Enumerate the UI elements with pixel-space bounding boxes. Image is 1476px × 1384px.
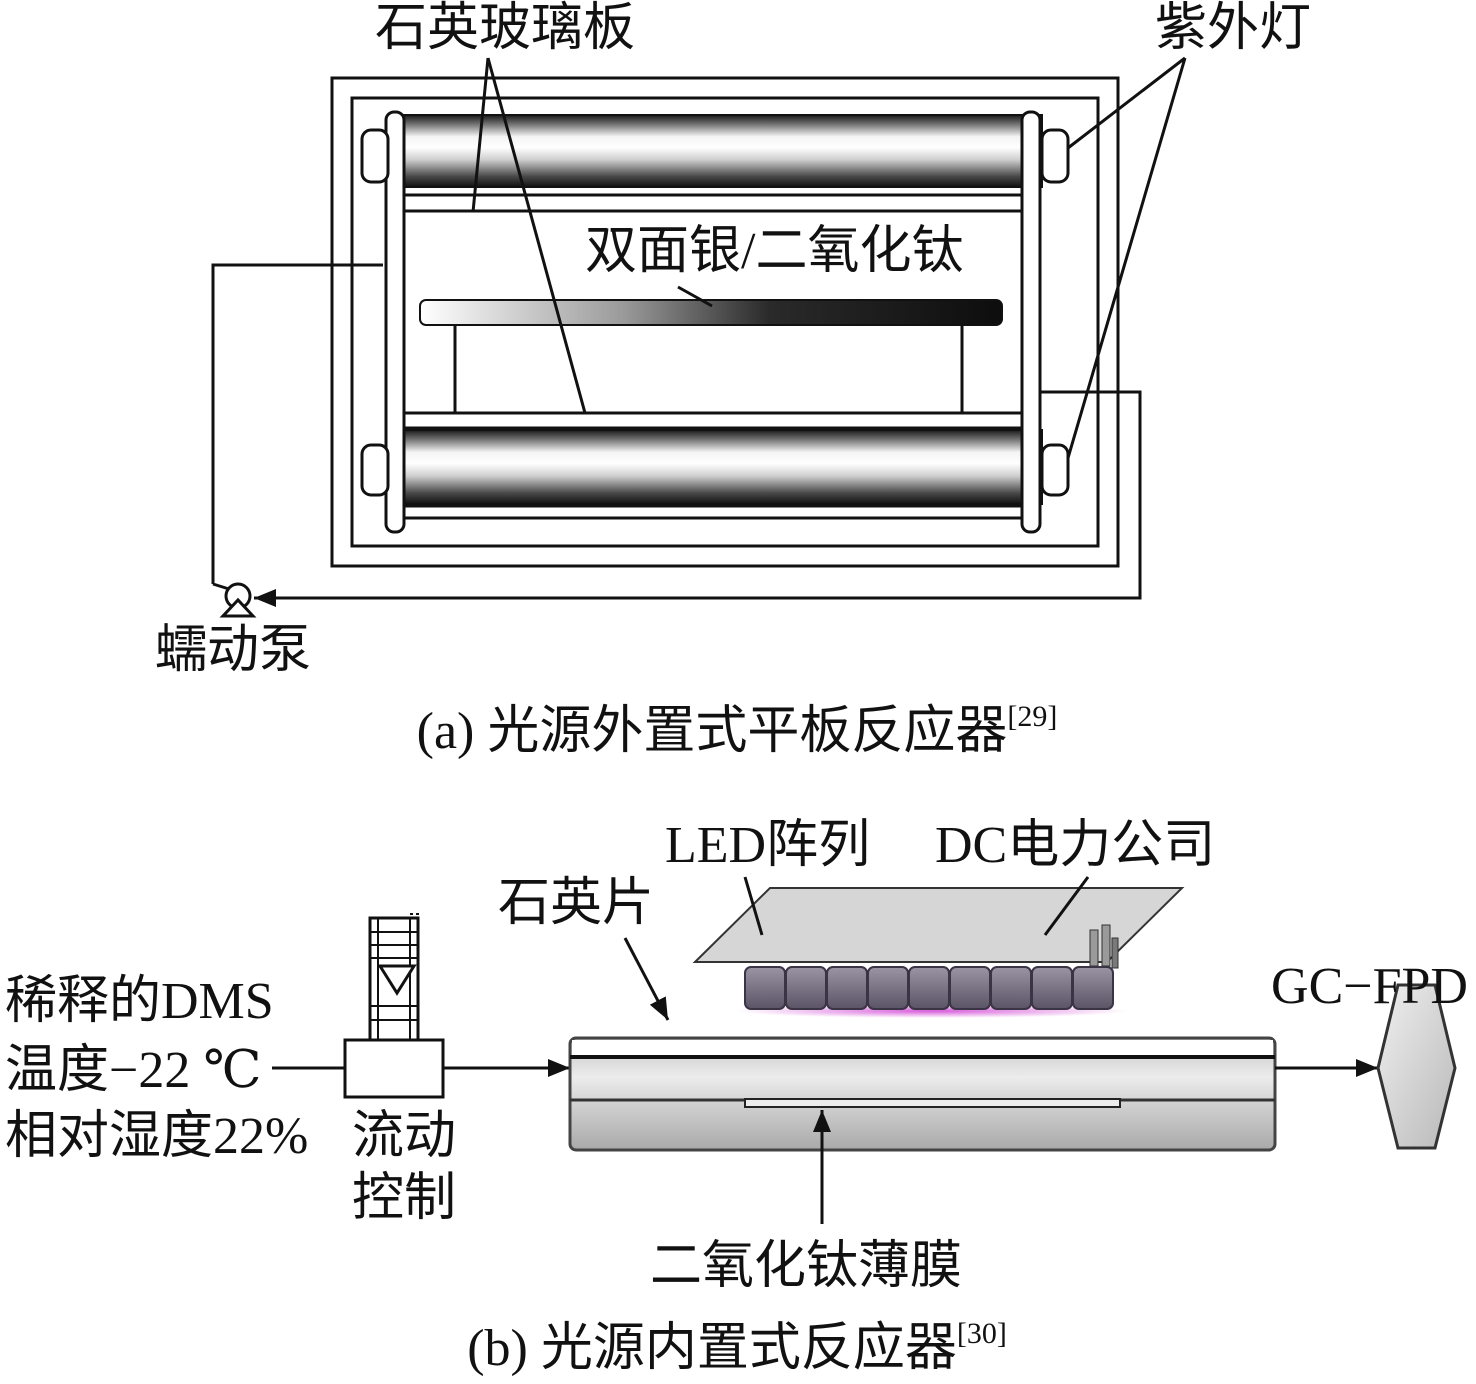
gc-fpd-detector xyxy=(1376,983,1457,1150)
quartz-sheet xyxy=(572,1040,1273,1056)
panel-a-external-light-reactor: 石英玻璃板 紫外灯 双面银/二氧化钛 蠕动泵 (a) 光源外置式平板反应器[29… xyxy=(155,0,1311,760)
reactor-housing-outer xyxy=(330,76,1120,568)
leader-dc-power xyxy=(1043,876,1090,936)
leader-uv-top xyxy=(1067,56,1186,150)
led-cube xyxy=(908,966,950,1010)
led-cube xyxy=(949,966,991,1010)
lamp-cap-top-right xyxy=(1040,128,1070,184)
lamp-cap-bottom-left xyxy=(360,443,390,497)
leader-sample xyxy=(677,285,713,308)
uv-lamp-bottom xyxy=(387,429,1043,505)
caption-b: (b) 光源内置式反应器[30] xyxy=(467,1317,1007,1377)
led-array-label: LED阵列 xyxy=(665,817,870,874)
peristaltic-pump-icon xyxy=(212,582,257,618)
ag-tio2-sample-plate xyxy=(419,299,1003,326)
inlet-line-1: 稀释的DMS xyxy=(5,973,274,1030)
uv-lamp-top xyxy=(387,114,1043,188)
led-circuit-board xyxy=(692,887,1185,963)
tio2-film-label: 二氧化钛薄膜 xyxy=(650,1238,962,1295)
sample-label: 双面银/二氧化钛 xyxy=(585,223,963,280)
dc-power-label: DC电力公司 xyxy=(935,817,1215,874)
quartz-plate-label: 石英玻璃板 xyxy=(375,0,635,57)
support-post-right xyxy=(1020,110,1042,534)
leader-led-array xyxy=(743,876,764,936)
flow-control-label-2: 控制 xyxy=(352,1170,456,1227)
detector-label: GC−FPD xyxy=(1271,958,1468,1015)
lamp-cap-top-left xyxy=(360,128,390,184)
reactor-body xyxy=(568,1036,1277,1152)
led-cube xyxy=(744,966,786,1010)
led-cube xyxy=(826,966,868,1010)
flow-control-label-1: 流动 xyxy=(352,1108,456,1165)
flowmeter-icon xyxy=(368,913,420,1042)
quartz-plate-bottom xyxy=(402,411,1024,430)
pump-outlet-pipe xyxy=(211,263,383,584)
quartz-plate-top xyxy=(402,193,1024,213)
led-cube xyxy=(867,966,909,1010)
panel-b-internal-light-reactor: 稀释的DMS 温度−22 ℃ 相对湿度22% 流动 控制 xyxy=(5,817,1468,1377)
base-plate xyxy=(402,504,1024,520)
inlet-line-3: 相对湿度22% xyxy=(5,1108,308,1165)
led-array xyxy=(744,966,1114,1010)
leader-uv-bottom xyxy=(1066,57,1187,459)
leader-quartz-sheet xyxy=(623,937,670,1021)
tio2-film xyxy=(744,1098,1121,1108)
return-pipe-arrow xyxy=(254,390,1142,607)
flow-control-box xyxy=(343,1038,445,1099)
lamp-cap-bottom-right xyxy=(1040,443,1070,497)
led-cube xyxy=(785,966,827,1010)
reactor-housing-inner xyxy=(350,96,1100,548)
led-cube xyxy=(1031,966,1073,1010)
caption-a-text: (a) 光源外置式平板反应器 xyxy=(417,703,1008,760)
pump-label: 蠕动泵 xyxy=(155,622,311,679)
led-cube xyxy=(1072,966,1114,1010)
quartz-sheet-label: 石英片 xyxy=(498,875,654,932)
caption-a-ref: [29] xyxy=(1007,700,1057,733)
leader-quartz-top xyxy=(471,57,490,213)
caption-a: (a) 光源外置式平板反应器[29] xyxy=(417,700,1058,760)
caption-b-text: (b) 光源内置式反应器 xyxy=(467,1320,957,1377)
inlet-line-2: 温度−22 ℃ xyxy=(5,1042,262,1099)
leader-quartz-bottom xyxy=(486,57,587,414)
caption-b-ref: [30] xyxy=(957,1317,1007,1350)
led-cube xyxy=(990,966,1032,1010)
support-post-left xyxy=(384,110,406,534)
uv-lamp-label: 紫外灯 xyxy=(1155,0,1311,57)
